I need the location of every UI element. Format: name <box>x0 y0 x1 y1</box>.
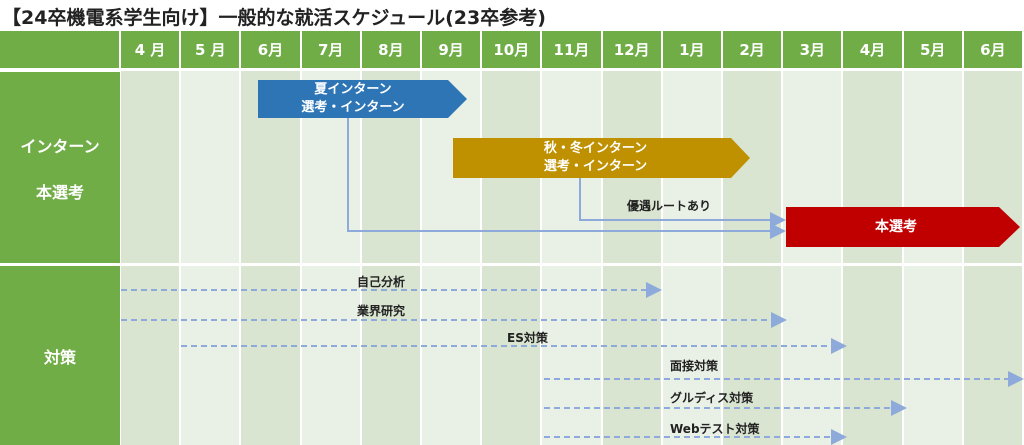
month-header: 6月 <box>241 31 302 68</box>
autumn-intern-bar <box>453 138 750 178</box>
summer-intern-label: 夏インターン選考・インターン <box>301 82 405 115</box>
month-column <box>903 68 964 445</box>
measure-label: 自己分析 <box>357 275 406 289</box>
month-column <box>121 68 182 445</box>
measure-label: グルディス対策 <box>670 391 754 405</box>
month-column <box>482 68 543 445</box>
main-selection-bar <box>786 207 1020 247</box>
month-header: 1月 <box>662 31 723 68</box>
month-column <box>602 68 663 445</box>
month-header: 7月 <box>301 31 362 68</box>
month-column <box>662 68 723 445</box>
month-header: 6月 <box>963 31 1024 68</box>
page-title: 【24卒機電系学生向け】一般的な就活スケジュール(23卒参考) <box>2 7 546 29</box>
month-column <box>181 68 242 445</box>
measure-label: ES対策 <box>507 331 548 345</box>
month-header: 5月 <box>903 31 964 68</box>
month-header: 4月 <box>843 31 904 68</box>
month-header: 8月 <box>361 31 422 68</box>
measure-label: Webテスト対策 <box>670 422 760 436</box>
row-label: 本選考 <box>35 182 84 202</box>
month-column <box>843 68 904 445</box>
route-label: 優遇ルートあり <box>627 199 712 213</box>
summer-route-line <box>347 118 786 239</box>
measure-label: 面接対策 <box>670 359 719 373</box>
main-selection-label: 本選考 <box>875 219 917 235</box>
month-column <box>723 68 784 445</box>
month-column <box>301 68 362 445</box>
row-header-measures: 対策 <box>0 266 120 445</box>
month-header: 5 月 <box>181 31 242 68</box>
row-header-internship: インターン 本選考 <box>0 72 120 263</box>
month-column <box>422 68 483 445</box>
month-header: 10月 <box>482 31 543 68</box>
month-column <box>542 68 603 445</box>
month-column <box>963 68 1024 445</box>
header-corner <box>0 31 121 68</box>
month-header: 4 月 <box>121 31 182 68</box>
month-header: 11月 <box>542 31 603 68</box>
month-header: 9月 <box>422 31 483 68</box>
month-header: 2月 <box>723 31 784 68</box>
row-label: インターン <box>20 136 100 156</box>
month-column <box>241 68 302 445</box>
preferential-route-line <box>579 178 786 228</box>
month-column <box>361 68 422 445</box>
month-header: 12月 <box>602 31 663 68</box>
month-header: 3月 <box>783 31 844 68</box>
measure-label: 業界研究 <box>357 304 406 318</box>
row-label: 対策 <box>43 347 76 367</box>
autumn-intern-label: 秋・冬インターン選考・インターン <box>543 141 648 174</box>
month-column <box>783 68 844 445</box>
summer-intern-bar <box>258 80 467 118</box>
